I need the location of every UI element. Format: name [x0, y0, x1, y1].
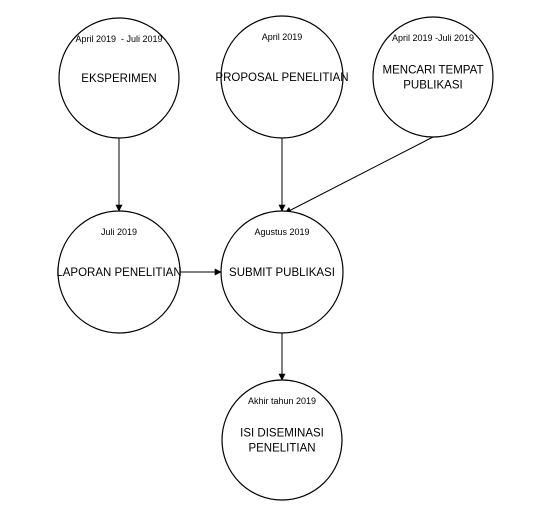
node-circle — [57, 210, 181, 334]
node-date: Juli 2019 — [101, 227, 137, 237]
node-date: April 2019 -Juli 2019 — [392, 33, 474, 43]
edge-mencari-to-submit — [284, 136, 434, 214]
node-title-line: MENCARI TEMPAT — [383, 65, 484, 77]
node-title-line: ISI DISEMINASI — [240, 428, 324, 440]
node-title-line: LAPORAN PENELITIAN — [56, 267, 181, 279]
node-circle — [220, 15, 344, 139]
node-circle — [372, 16, 494, 138]
node-circle — [58, 17, 180, 139]
edges-layer — [115, 136, 434, 381]
node-circle — [220, 210, 344, 334]
node-title-line: SUBMIT PUBLIKASI — [229, 267, 335, 279]
node-date: Akhir tahun 2019 — [248, 396, 316, 406]
node-title-line: PROPOSAL PENELITIAN — [215, 72, 348, 84]
node-title-line: PENELITIAN — [248, 443, 315, 455]
node-circle — [221, 379, 343, 501]
node-date: April 2019 — [262, 32, 303, 42]
node-date: April 2019 - Juli 2019 — [75, 34, 162, 44]
node-date: Agustus 2019 — [254, 227, 309, 237]
node-title-line: PUBLIKASI — [403, 80, 462, 92]
node-title-line: EKSPERIMEN — [81, 73, 156, 85]
